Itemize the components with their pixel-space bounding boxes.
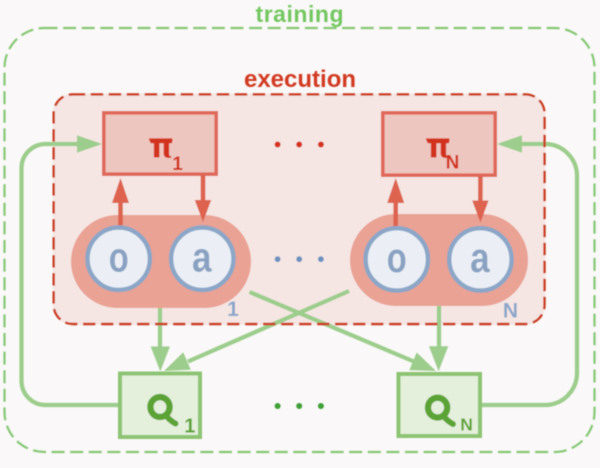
svg-text:N: N <box>503 299 518 322</box>
svg-text:training: training <box>256 1 344 27</box>
svg-text:N: N <box>460 415 473 435</box>
svg-text:o: o <box>387 234 407 281</box>
svg-text:execution: execution <box>244 66 356 93</box>
svg-text:N: N <box>446 153 460 174</box>
svg-text:1: 1 <box>172 154 183 175</box>
svg-text:a: a <box>470 234 490 281</box>
svg-text:1: 1 <box>227 298 239 321</box>
svg-text:a: a <box>192 234 212 281</box>
svg-text:o: o <box>109 234 129 281</box>
svg-text:1: 1 <box>184 416 195 438</box>
